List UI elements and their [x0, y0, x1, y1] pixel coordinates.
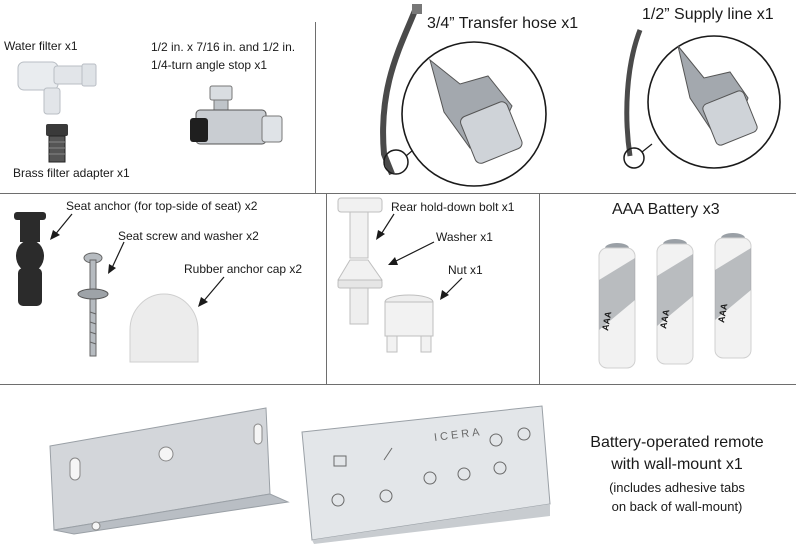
rear-bolt-arrow — [376, 213, 395, 240]
divider-middle-1 — [326, 193, 327, 384]
washer-label: Washer x1 — [436, 230, 493, 244]
seat-anchor-arrow — [50, 213, 73, 240]
divider-middle-row — [0, 384, 796, 385]
wall-mount-bracket-image — [49, 407, 290, 535]
rear-bolt-label: Rear hold-down bolt x1 — [391, 200, 515, 214]
battery-label: AAA Battery x3 — [612, 201, 720, 218]
rubber-cap-image — [129, 293, 199, 363]
nut-image — [384, 294, 434, 353]
seat-screw-label: Seat screw and washer x2 — [118, 229, 259, 243]
remote-label-line-1: Battery-operated remote — [590, 434, 764, 451]
seat-screw-arrow — [108, 241, 125, 274]
seat-screw-image — [77, 252, 109, 357]
divider-top-1 — [315, 22, 316, 193]
divider-top-row — [0, 193, 796, 194]
brass-adapter-label: Brass filter adapter x1 — [13, 166, 130, 180]
water-filter-image — [17, 61, 97, 115]
battery-image-1 — [598, 243, 636, 369]
rubber-cap-arrow — [198, 276, 225, 307]
rear-bolt-image — [337, 197, 383, 325]
nut-label: Nut x1 — [448, 263, 483, 277]
seat-anchor-image — [14, 212, 46, 306]
supply-line-detail-image — [647, 35, 781, 169]
remote-note-line-1: (includes adhesive tabs — [609, 480, 745, 495]
remote-control-image — [301, 405, 551, 544]
remote-note-line-2: on back of wall-mount) — [611, 499, 743, 514]
battery-image-2 — [656, 239, 694, 365]
washer-arrow — [388, 241, 435, 265]
battery-image-3 — [714, 233, 752, 359]
angle-stop-image — [190, 85, 283, 145]
supply-line-label: 1/2” Supply line x1 — [642, 6, 774, 23]
battery-marking-3: AAA — [716, 302, 730, 324]
battery-marking-1: AAA — [600, 310, 614, 332]
battery-marking-2: AAA — [658, 308, 672, 330]
divider-middle-2 — [539, 193, 540, 384]
rubber-cap-label: Rubber anchor cap x2 — [184, 262, 303, 276]
supply-line-image — [623, 29, 653, 169]
nut-arrow — [440, 277, 463, 300]
angle-stop-label: 1/2 in. x 7/16 in. and 1/2 in. 1/4-turn … — [151, 40, 296, 72]
transfer-hose-detail-image — [401, 41, 547, 187]
remote-label-line-2: with wall-mount x1 — [611, 456, 743, 473]
brass-adapter-image — [46, 124, 68, 163]
transfer-hose-label: 3/4” Transfer hose x1 — [427, 15, 579, 32]
seat-anchor-label: Seat anchor (for top-side of seat) x2 — [66, 199, 258, 213]
water-filter-label: Water filter x1 — [4, 39, 78, 53]
